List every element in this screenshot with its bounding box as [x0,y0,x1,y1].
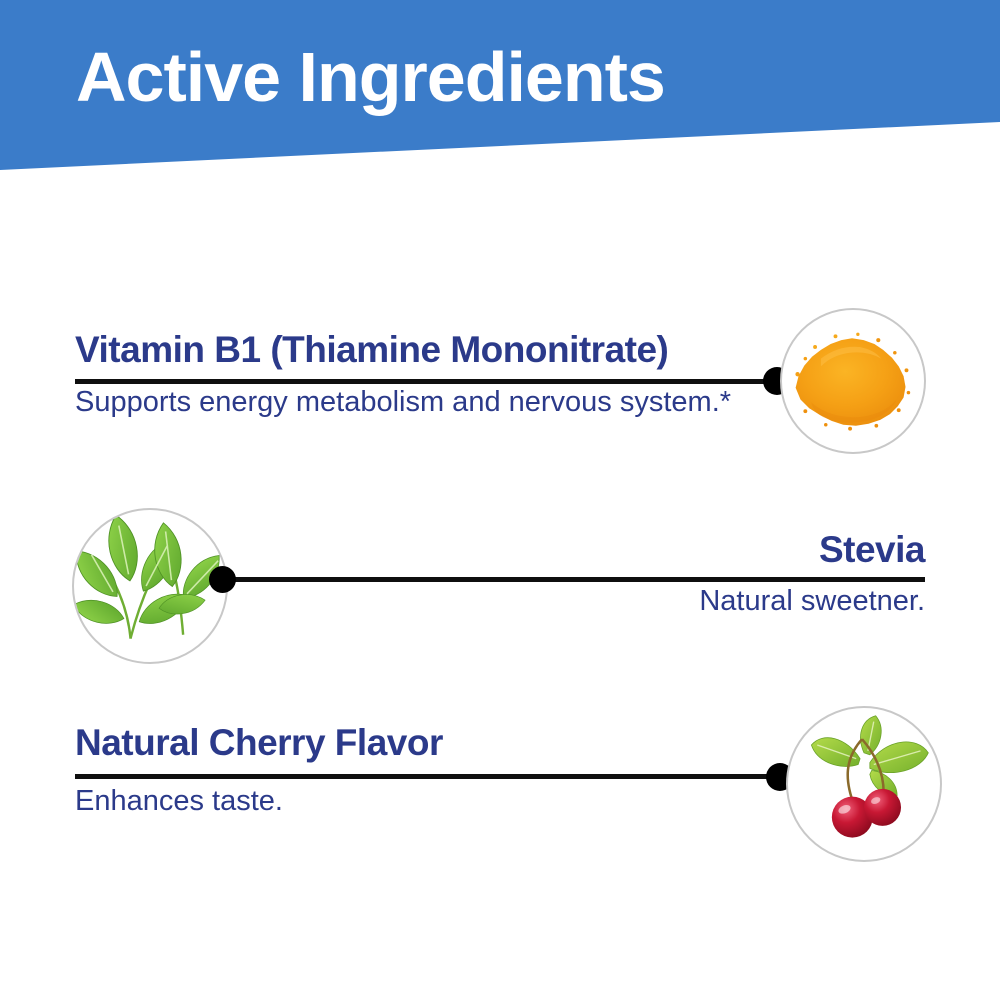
ingredient-description: Supports energy metabolism and nervous s… [75,386,732,418]
ingredient-photo-circle [72,508,228,664]
turmeric-powder-image [795,332,911,431]
ingredient-name: Natural Cherry Flavor [75,722,443,763]
connector-line [75,774,773,779]
connector-dot [209,566,236,593]
ingredient-photo-circle [786,706,942,862]
ingredient-description: Enhances taste. [75,785,283,817]
connector-line [75,379,770,384]
connector-line [222,577,925,582]
page-title: Active Ingredients [76,38,666,116]
cherries-image [810,715,929,838]
ingredient-photo-circle [780,308,926,454]
ingredient-name: Stevia [818,529,926,570]
ingredient-name: Vitamin B1 (Thiamine Mononitrate) [75,329,669,370]
ingredient-description: Natural sweetner. [699,585,925,617]
stevia-leaves-image [74,511,226,639]
